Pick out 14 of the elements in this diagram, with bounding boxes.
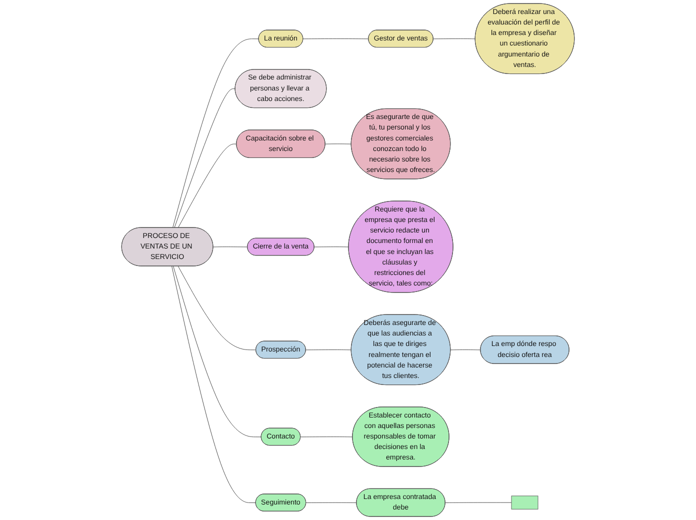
connector <box>178 266 256 350</box>
connector <box>178 144 237 228</box>
connector <box>212 246 248 248</box>
connector <box>174 88 236 228</box>
connector <box>300 436 353 438</box>
connector <box>302 38 369 40</box>
connector <box>314 246 349 248</box>
connector <box>173 266 262 438</box>
connector <box>306 502 357 503</box>
connector <box>445 502 512 503</box>
connector <box>172 38 259 228</box>
node-box <box>511 496 538 510</box>
connector <box>172 266 256 503</box>
connector <box>433 38 476 40</box>
